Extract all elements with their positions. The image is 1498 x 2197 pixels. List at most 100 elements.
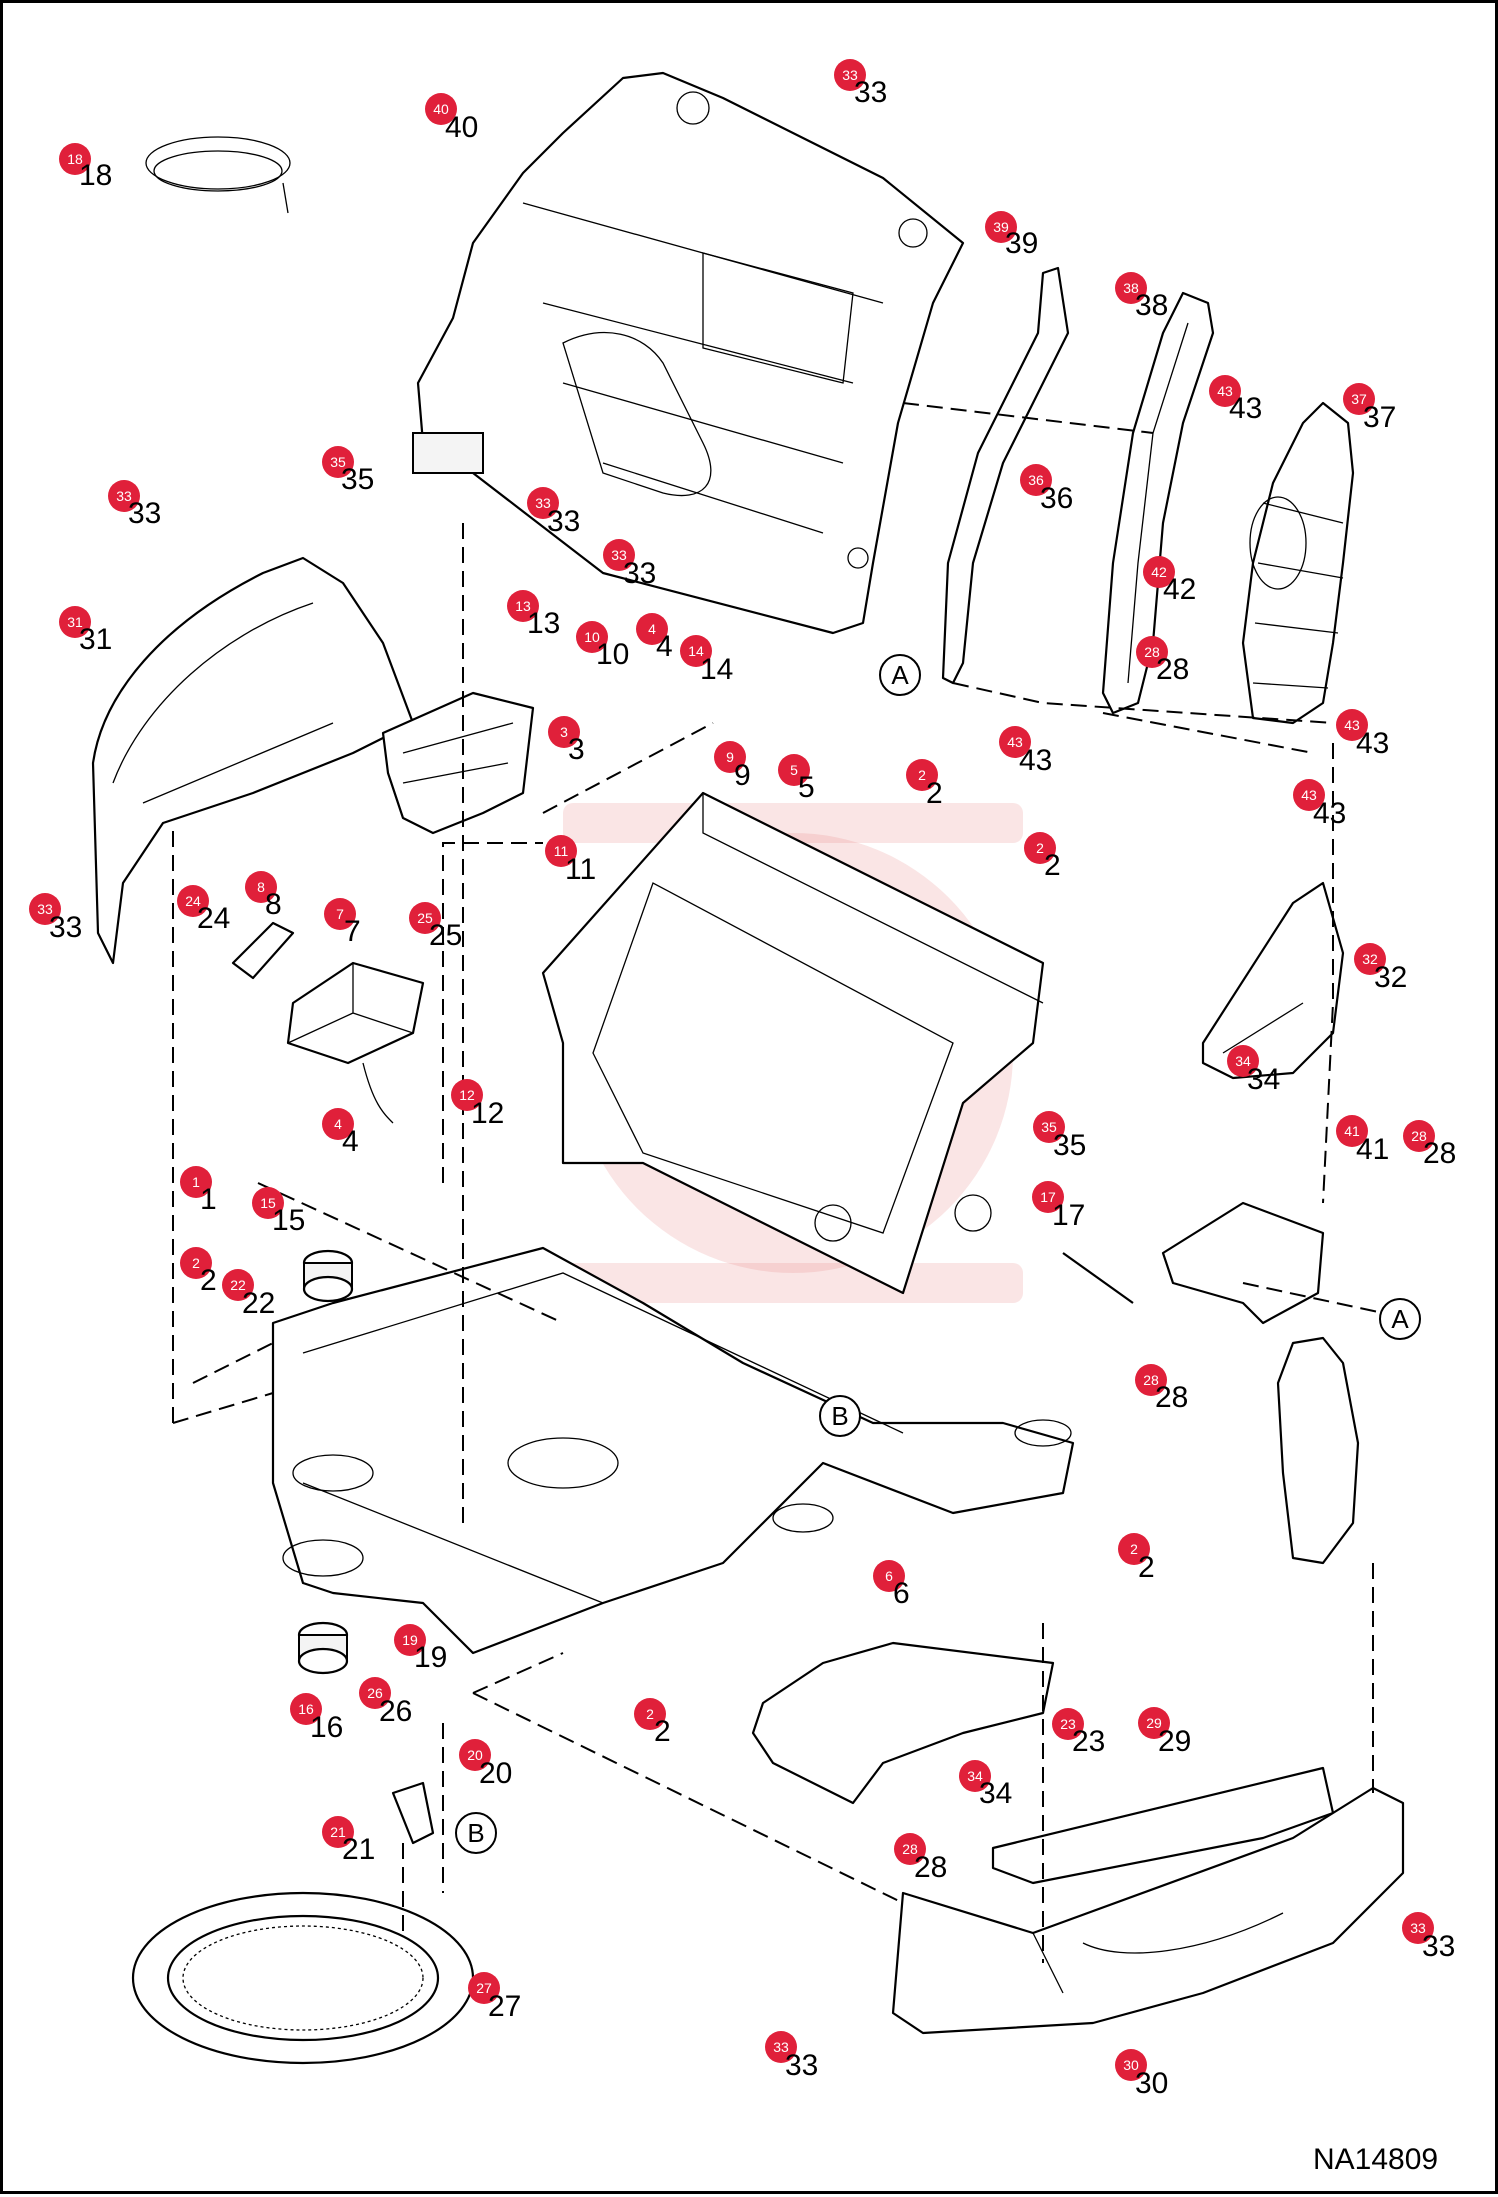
- svg-text:3: 3: [560, 724, 568, 740]
- svg-text:31: 31: [79, 623, 112, 656]
- svg-text:14: 14: [700, 653, 733, 686]
- reference-marks: A A B B: [455, 654, 1421, 1854]
- svg-text:5: 5: [798, 771, 815, 804]
- svg-text:19: 19: [414, 1641, 447, 1674]
- svg-text:7: 7: [344, 915, 361, 948]
- svg-text:37: 37: [1351, 391, 1367, 407]
- seal-coil-part: [145, 136, 291, 214]
- callout: 22: [1118, 1533, 1155, 1584]
- belly-pan-part: [751, 1641, 1055, 1805]
- reference-mark-a: A: [1391, 1304, 1409, 1334]
- svg-text:25: 25: [417, 910, 433, 926]
- svg-text:22: 22: [242, 1287, 275, 1320]
- svg-text:26: 26: [379, 1695, 412, 1728]
- assembly-lines: [172, 402, 1384, 1963]
- svg-text:15: 15: [272, 1204, 305, 1237]
- svg-text:21: 21: [342, 1833, 375, 1866]
- svg-text:43: 43: [1007, 734, 1023, 750]
- svg-text:14: 14: [688, 643, 704, 659]
- rod-part: [1062, 1252, 1134, 1304]
- side-panel-part: [1101, 291, 1215, 715]
- svg-text:38: 38: [1135, 289, 1168, 322]
- svg-text:24: 24: [185, 893, 201, 909]
- svg-text:8: 8: [257, 879, 265, 895]
- svg-text:40: 40: [445, 111, 478, 144]
- svg-text:34: 34: [1247, 1063, 1280, 1096]
- svg-text:24: 24: [197, 902, 230, 935]
- callout: 33: [548, 716, 585, 766]
- svg-text:33: 33: [116, 488, 132, 504]
- svg-text:19: 19: [402, 1632, 418, 1648]
- trim-strip-part: [941, 266, 1070, 685]
- svg-text:27: 27: [476, 1980, 492, 1996]
- callout: 55: [778, 754, 815, 804]
- svg-text:23: 23: [1072, 1725, 1105, 1758]
- svg-text:37: 37: [1363, 401, 1396, 434]
- svg-text:2: 2: [1130, 1541, 1138, 1557]
- svg-text:33: 33: [1422, 1930, 1455, 1963]
- svg-text:28: 28: [1144, 644, 1160, 660]
- svg-text:1: 1: [192, 1174, 200, 1190]
- clip-bracket-part: [391, 1781, 435, 1845]
- svg-text:43: 43: [1313, 797, 1346, 830]
- svg-text:33: 33: [1410, 1920, 1426, 1936]
- svg-text:35: 35: [1053, 1129, 1086, 1162]
- svg-text:39: 39: [1005, 227, 1038, 260]
- callout: 22: [180, 1247, 217, 1297]
- svg-text:4: 4: [342, 1125, 359, 1158]
- svg-text:2: 2: [926, 777, 943, 810]
- svg-text:9: 9: [726, 749, 734, 765]
- callout: 44: [322, 1108, 359, 1158]
- svg-text:43: 43: [1344, 717, 1360, 733]
- callout: 44: [636, 613, 673, 663]
- svg-text:33: 33: [535, 495, 551, 511]
- svg-text:34: 34: [967, 1768, 983, 1784]
- svg-text:13: 13: [515, 598, 531, 614]
- callout: 22: [634, 1698, 671, 1748]
- svg-text:28: 28: [902, 1841, 918, 1857]
- svg-text:28: 28: [914, 1851, 947, 1884]
- svg-text:43: 43: [1229, 392, 1262, 425]
- rear-console-part: [412, 71, 965, 635]
- svg-text:11: 11: [554, 843, 569, 859]
- lower-frame-part: [271, 1246, 1075, 1655]
- right-duct-part: [1276, 1336, 1360, 1565]
- svg-text:33: 33: [611, 547, 627, 563]
- svg-text:42: 42: [1151, 564, 1167, 580]
- svg-text:33: 33: [854, 76, 887, 109]
- svg-text:18: 18: [79, 159, 112, 192]
- svg-text:2: 2: [646, 1706, 654, 1722]
- svg-text:31: 31: [67, 614, 83, 630]
- callout: 88: [245, 871, 282, 921]
- svg-text:7: 7: [336, 906, 344, 922]
- drawing-number: NA14809: [1313, 2143, 1438, 2176]
- svg-text:2: 2: [1036, 840, 1044, 856]
- svg-text:28: 28: [1156, 653, 1189, 686]
- svg-text:10: 10: [584, 629, 600, 645]
- svg-text:11: 11: [565, 853, 596, 886]
- svg-text:10: 10: [596, 638, 629, 671]
